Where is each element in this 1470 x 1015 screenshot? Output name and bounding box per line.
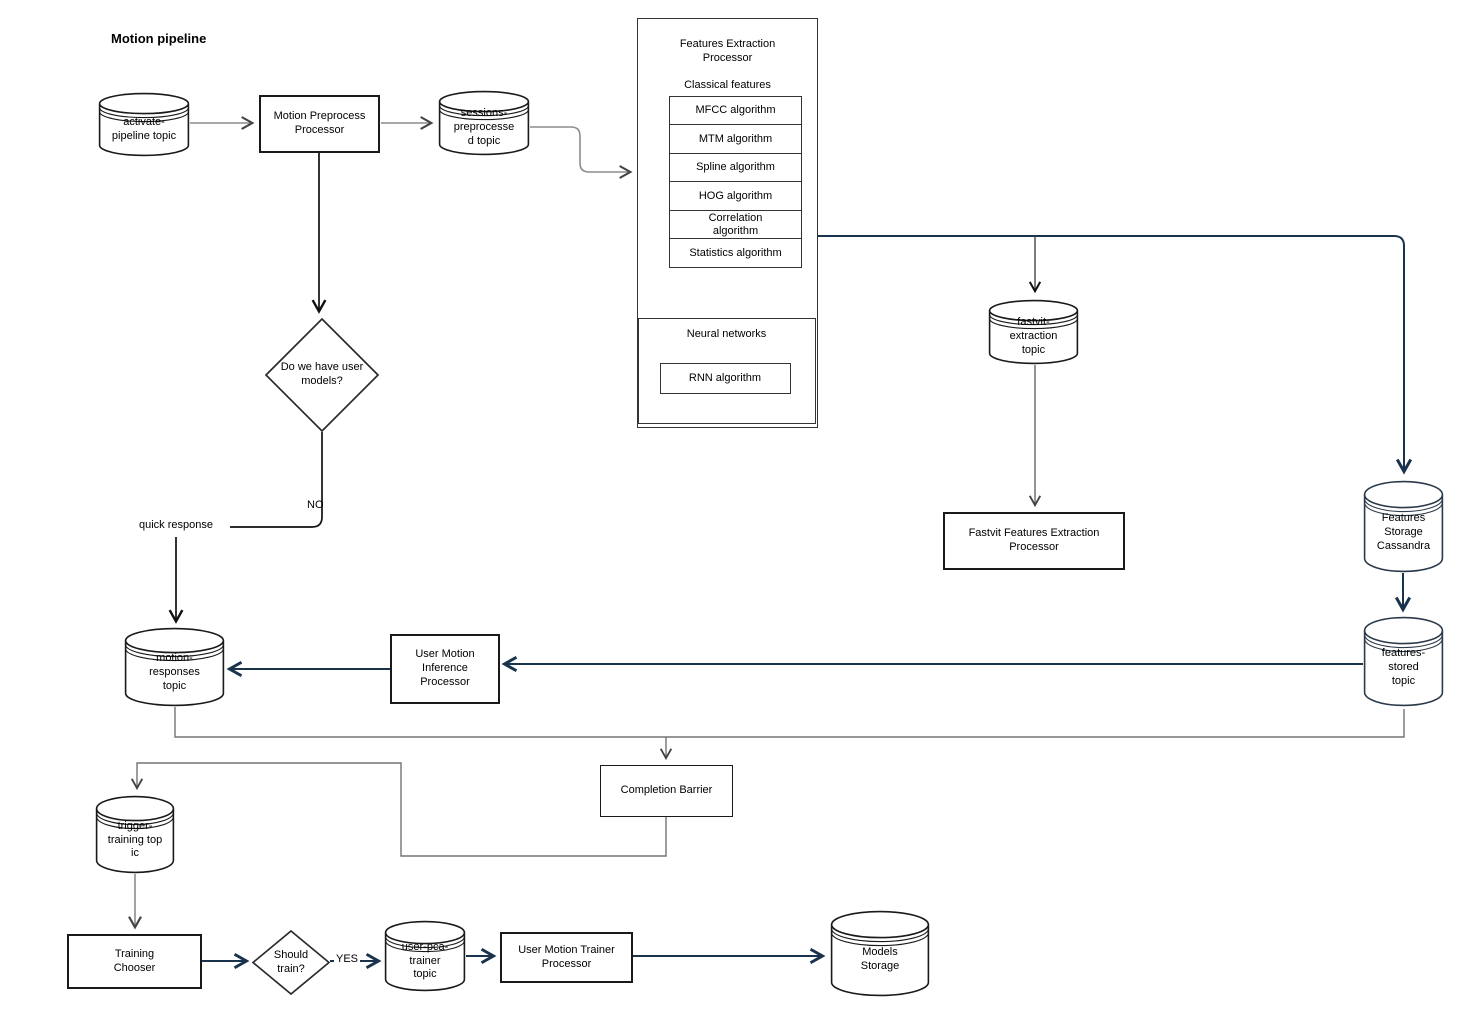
decision-should-train: Should train? [252,930,330,995]
edge-features-to-cassandra [818,235,1404,470]
neural-networks-section: Neural networks RNN algorithm [637,318,816,424]
algo-spline: Spline algorithm [669,152,802,183]
decision-have-user-models: Do we have user models? [265,318,379,432]
edge-barrier-to-trigger [130,762,667,857]
processor-training-chooser: Training Chooser [67,934,202,989]
neural-networks-header: Neural networks [686,328,767,340]
processor-motion-preprocess: Motion Preprocess Processor [259,95,380,153]
label-yes: YES [334,953,361,965]
label-quick-response: quick response [139,519,213,531]
storage-models: Models Storage [830,910,930,997]
algo-statistics: Statistics algorithm [669,238,802,268]
topic-user-pca-trainer: user-pca- trainer topic [384,920,466,992]
algo-hog: HOG algorithm [669,181,802,211]
topic-sessions-preprocessed: sessions- preprocesse d topic [438,90,530,156]
processor-user-motion-inference: User Motion Inference Processor [390,634,500,704]
processor-features-extraction: Features Extraction Processor Classical … [637,18,818,428]
edge-sessions-to-features [530,126,633,179]
algo-mtm: MTM algorithm [669,124,802,154]
algo-correlation: Correlation algorithm [669,209,802,240]
edge-decision-no [230,432,323,528]
classical-features-header: Classical features [684,79,771,91]
storage-features-cassandra: Features Storage Cassandra [1363,480,1444,573]
topic-activate-pipeline: activate- pipeline topic [98,92,190,157]
processor-user-motion-trainer: User Motion Trainer Processor [500,932,633,983]
processor-completion-barrier: Completion Barrier [600,765,733,817]
features-extraction-title: Features Extraction Processor [679,38,776,65]
algo-mfcc: MFCC algorithm [669,95,802,126]
processor-fastvit-features-extraction: Fastvit Features Extraction Processor [943,512,1125,570]
topic-trigger-training: trigger- training top ic [95,795,175,874]
topic-features-stored: features- stored topic [1363,616,1444,707]
label-no: NO [307,499,324,511]
edge-bottom-bus [174,707,1405,738]
topic-fastvit-extraction: fastvit- extraction topic [988,299,1079,365]
page-title: Motion pipeline [111,31,207,46]
topic-motion-responses: motion- responses topic [124,627,225,707]
algo-rnn: RNN algorithm [659,362,791,394]
